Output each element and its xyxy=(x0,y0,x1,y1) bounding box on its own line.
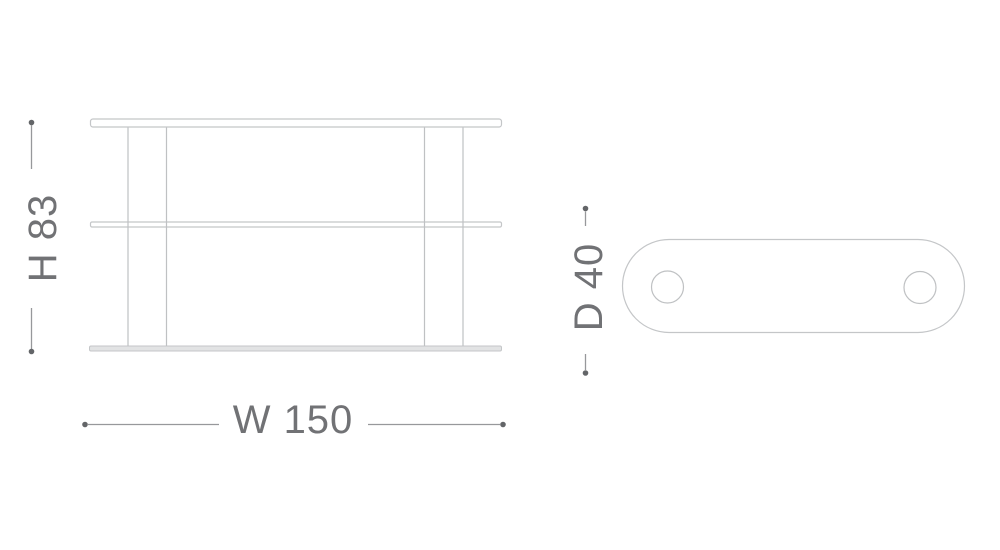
height-dimension xyxy=(28,119,35,355)
width-dimension-left-dot xyxy=(82,421,88,428)
depth-dimension xyxy=(582,205,589,376)
height-dimension-bottom-dot xyxy=(28,348,35,355)
width-dimension-right-dot xyxy=(500,421,506,428)
depth-dimension-bottom-dot xyxy=(582,370,589,376)
height-dimension-label: H 83 xyxy=(21,193,65,283)
width-dimension-label: W 150 xyxy=(232,398,354,442)
top-view-drawing xyxy=(621,238,966,334)
front-view-top-shelf xyxy=(89,118,503,128)
top-view-shelf-outline xyxy=(621,238,966,334)
height-dimension-top-dot xyxy=(28,119,35,126)
front-view-drawing xyxy=(89,118,503,352)
width-dimension xyxy=(82,421,506,428)
depth-dimension-top-dot xyxy=(582,205,589,212)
front-view-middle-shelf xyxy=(89,221,503,228)
depth-dimension-label: D 40 xyxy=(567,242,611,332)
top-view-right-leg-circle xyxy=(903,270,937,305)
top-view-left-leg-circle xyxy=(650,270,685,304)
front-view-bottom-shelf xyxy=(89,345,502,352)
